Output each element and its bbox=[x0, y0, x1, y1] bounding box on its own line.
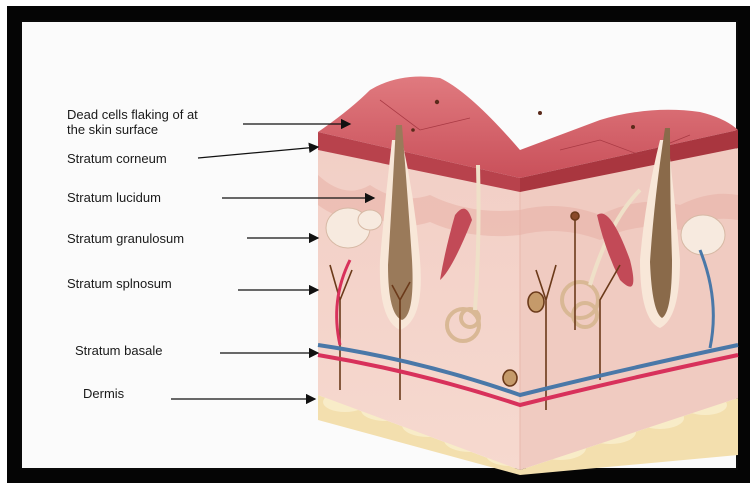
label-dead-cells-line2: the skin surface bbox=[67, 122, 158, 137]
label-stratum-basale: Stratum basale bbox=[75, 343, 162, 358]
label-stratum-granulosum: Stratum granulosum bbox=[67, 231, 184, 246]
label-stratum-corneum: Stratum corneum bbox=[67, 151, 167, 166]
label-dead-cells-line1: Dead cells flaking of at bbox=[67, 107, 198, 122]
label-stratum-spinosum: Stratum splnosum bbox=[67, 276, 172, 291]
sebaceous-gland-right bbox=[681, 215, 725, 255]
label-dermis: Dermis bbox=[83, 386, 124, 401]
label-stratum-lucidum: Stratum lucidum bbox=[67, 190, 161, 205]
